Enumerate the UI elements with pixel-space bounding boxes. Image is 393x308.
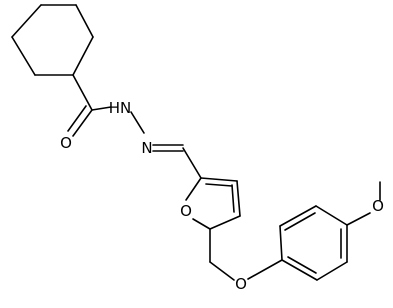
bond-f3 (209, 215, 241, 230)
bond-b6-inner (287, 256, 317, 274)
imine-double-bond (152, 144, 184, 152)
bond-b5 (316, 261, 348, 281)
imine-nitrogen-label: N (141, 139, 152, 157)
bond-b2-inner (284, 212, 316, 231)
bond-b3 (315, 205, 348, 226)
furan-ring (185, 177, 241, 230)
cyclohexane-ring (11, 4, 94, 76)
bond-co-a (72, 109, 93, 137)
bond-b6 (281, 259, 318, 281)
bond-f2 (192, 218, 211, 230)
bond-phenyl-ome (346, 212, 371, 226)
bond-cy6 (11, 4, 42, 38)
bond-ring-carbonyl (72, 74, 93, 111)
bond-cy2 (75, 4, 94, 38)
bond-ch2-o (209, 261, 235, 281)
bond-cy5 (11, 36, 36, 76)
furan-oxygen-label: O (180, 202, 192, 220)
bond-ch-furan (182, 147, 202, 179)
bond-f4 (236, 180, 241, 217)
bond-b2 (279, 205, 317, 227)
bond-nh-n (130, 111, 145, 134)
bond-cy3 (72, 36, 94, 76)
bond-co-b (67, 105, 87, 132)
bond-b1 (279, 225, 283, 261)
bond-f5 (200, 177, 238, 182)
benzene-ring (279, 205, 348, 281)
ether-oxygen-label: O (235, 275, 247, 293)
bond-f4-inner (231, 184, 235, 213)
bond-c-nh (91, 106, 112, 111)
amide-nitrogen-label: HN (109, 99, 132, 117)
carbonyl-oxygen-label: O (60, 134, 72, 152)
bond-o-phenyl (247, 259, 283, 280)
bond-f5-inner (205, 183, 233, 187)
methoxy-oxygen-label: O (372, 197, 384, 215)
carbonyl-double-bond (67, 105, 93, 137)
bond-f1 (185, 177, 202, 201)
